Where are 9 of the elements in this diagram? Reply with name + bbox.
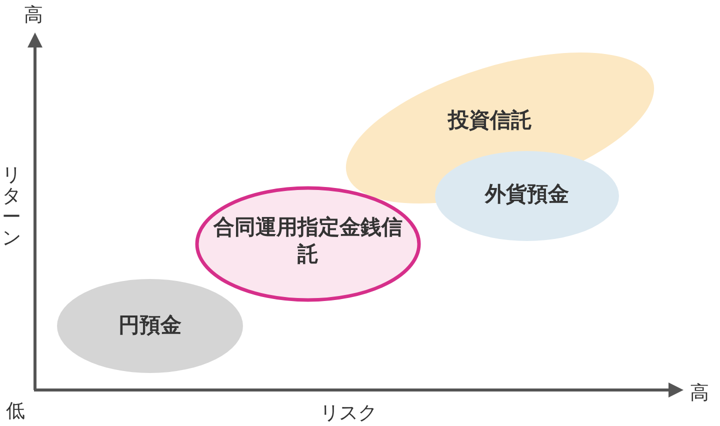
axis-label: 低: [6, 399, 25, 424]
region-label: 投資信託: [446, 107, 533, 134]
region-label: 合同運用指定金銭信託: [213, 214, 403, 268]
axis-title: リターン: [2, 165, 21, 249]
region-label: 外貨預金: [484, 181, 570, 208]
region-label: 円預金: [118, 312, 182, 339]
axis-label: 高: [690, 381, 709, 406]
axis-label: 高: [24, 3, 43, 28]
axis-title: リスク: [320, 401, 377, 426]
